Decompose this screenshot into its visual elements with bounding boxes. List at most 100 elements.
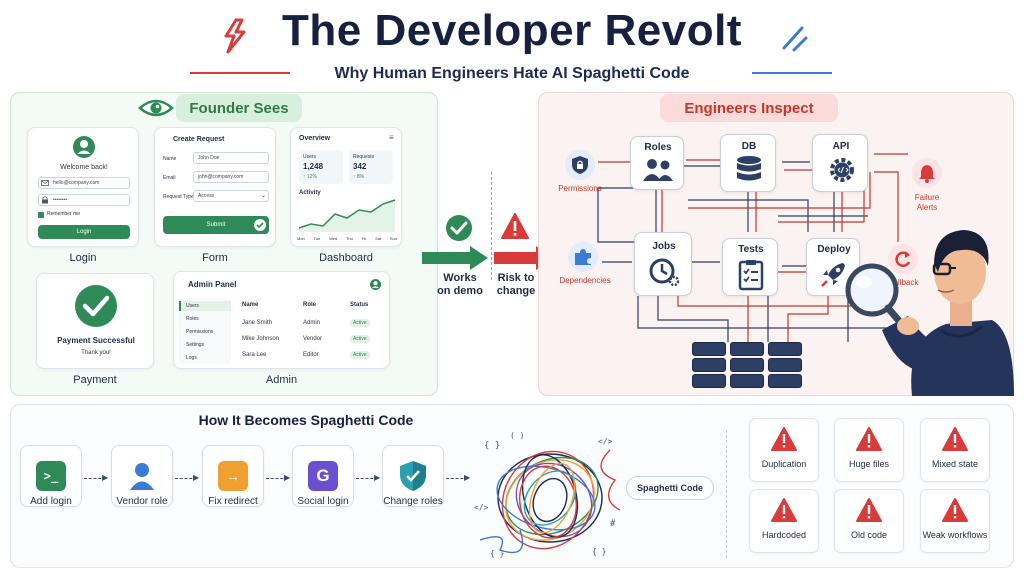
day-label: Mon [297,236,305,241]
admin-nav-roles[interactable]: Roles [186,316,199,322]
admin-nav-active [179,301,231,311]
login-welcome: Welcome back! [60,164,108,171]
admin-row-name: Mike Johnson [242,336,280,342]
rocket-icon [821,263,845,287]
admin-row-role: Vendor [303,336,323,342]
issue-label: Mixed state [931,459,979,469]
api-label: API [832,141,850,152]
api-node[interactable]: API [812,134,868,192]
bottom-divider [726,430,727,558]
arrow-head-icon: ▶ [102,473,109,482]
arrow-head-icon: ▶ [464,473,471,482]
form-type-label: Request Type [163,194,194,200]
login-card: Welcome back! hello@company.com ••••••••… [27,127,139,247]
admin-nav-logs[interactable]: Logs [186,355,197,361]
step-vendor-role[interactable] [111,445,173,507]
step-add-login[interactable]: >_ [20,445,82,507]
admin-row-name: Sara Lee [242,352,267,358]
payment-thanks: Thank you! [81,350,111,356]
admin-card: Admin Panel Users Roles Permissions Sett… [173,271,390,369]
code-glyph: </> [474,503,489,512]
permissions-circle [565,150,595,180]
admin-col-role: Role [303,302,317,308]
server-icon [730,358,764,372]
dashboard-card: Overview ≡ Users 1,248 ↑ 12% Requests 34… [290,127,402,247]
payment-caption: Payment [73,374,117,386]
eye-icon [138,99,174,117]
login-button[interactable]: Login [38,225,130,239]
page-subtitle: Why Human Engineers Hate AI Spaghetti Co… [334,65,690,82]
requests-stat-label: Requests [353,154,375,160]
form-email-field[interactable]: john@company.com [193,171,269,183]
step-arrow [175,478,197,479]
login-caption: Login [69,252,97,264]
db-node[interactable]: DB [720,134,776,192]
transition-divider [491,172,492,280]
step-change-roles[interactable] [382,445,444,507]
remember-label: Remember me [47,211,81,217]
engineers-inspect-pill: Engineers Inspect [660,94,838,122]
day-label: Thu [345,236,353,241]
arrow-head-icon: ▶ [374,473,381,482]
step-label: Vendor role [116,496,168,507]
login-email-field[interactable]: hello@company.com [38,177,130,189]
users-stat-value: 1,248 [303,162,324,171]
works-on-demo-label: Works on demo [437,272,483,297]
step-label: Social login [297,496,349,507]
failure-alerts-label: Failure Alerts [914,193,940,212]
form-card: Create Request Name John Doe Email john@… [154,127,276,247]
form-type-select[interactable]: Access [193,190,269,202]
code-glyph: { } [484,441,500,451]
users-icon [643,159,673,181]
admin-row-name: Jane Smith [242,320,273,326]
warning-icon [856,427,882,451]
dashboard-title: Overview [299,135,331,142]
warning-icon [771,498,797,522]
form-title: Create Request [173,136,225,143]
server-icon [730,342,764,356]
admin-nav-settings[interactable]: Settings [186,342,205,348]
check-circle-icon [254,219,266,231]
day-label: Tue [313,236,321,241]
gear-code-icon [830,158,854,182]
step-social-login[interactable]: G [292,445,354,507]
admin-nav-users[interactable]: Users [186,303,200,309]
requests-stat-change: ↑ 8% [353,174,365,180]
arrow-head-icon: ▶ [193,473,200,482]
google-icon: G [308,461,338,491]
status-badge: Active [350,351,370,359]
tests-node[interactable]: Tests [722,238,778,296]
database-stack-3 [768,342,802,388]
roles-node[interactable]: Roles [630,136,684,190]
warning-icon [771,427,797,451]
issue-label: Hardcoded [761,530,807,540]
arrow-right-icon: → [218,461,248,491]
jobs-node[interactable]: Jobs [634,232,692,296]
payment-message: Payment Successful [57,336,135,345]
rollback-circle [888,244,918,274]
spaghetti-tangle-illustration: { } ( ) </> </> # { } { } [474,431,621,558]
form-name-field[interactable]: John Doe [193,152,269,164]
step-fix-redirect[interactable]: → [202,445,264,507]
admin-sidebar: Users Roles Permissions Settings Logs [179,298,231,364]
warning-icon [942,427,968,451]
server-icon [692,342,726,356]
server-icon [768,342,802,356]
engineer-illustration [845,230,1014,396]
submit-button[interactable]: Submit [163,216,269,234]
login-password-field[interactable]: •••••••• [38,194,130,206]
day-label: Sun [389,236,397,241]
admin-caption: Admin [265,374,298,386]
warning-icon [942,498,968,522]
requests-stat: Requests 342 ↑ 8% [349,150,393,184]
issue-label: Weak workflows [922,530,988,540]
database-stack-1 [692,342,726,388]
dependency-wires [597,153,908,342]
server-icon [692,358,726,372]
admin-avatar-icon [370,279,381,290]
admin-nav-permissions[interactable]: Permissions [186,329,214,335]
remember-checkbox[interactable] [38,212,44,218]
check-icon [446,215,472,241]
step-arrow [84,478,106,479]
menu-icon[interactable]: ≡ [389,133,394,142]
